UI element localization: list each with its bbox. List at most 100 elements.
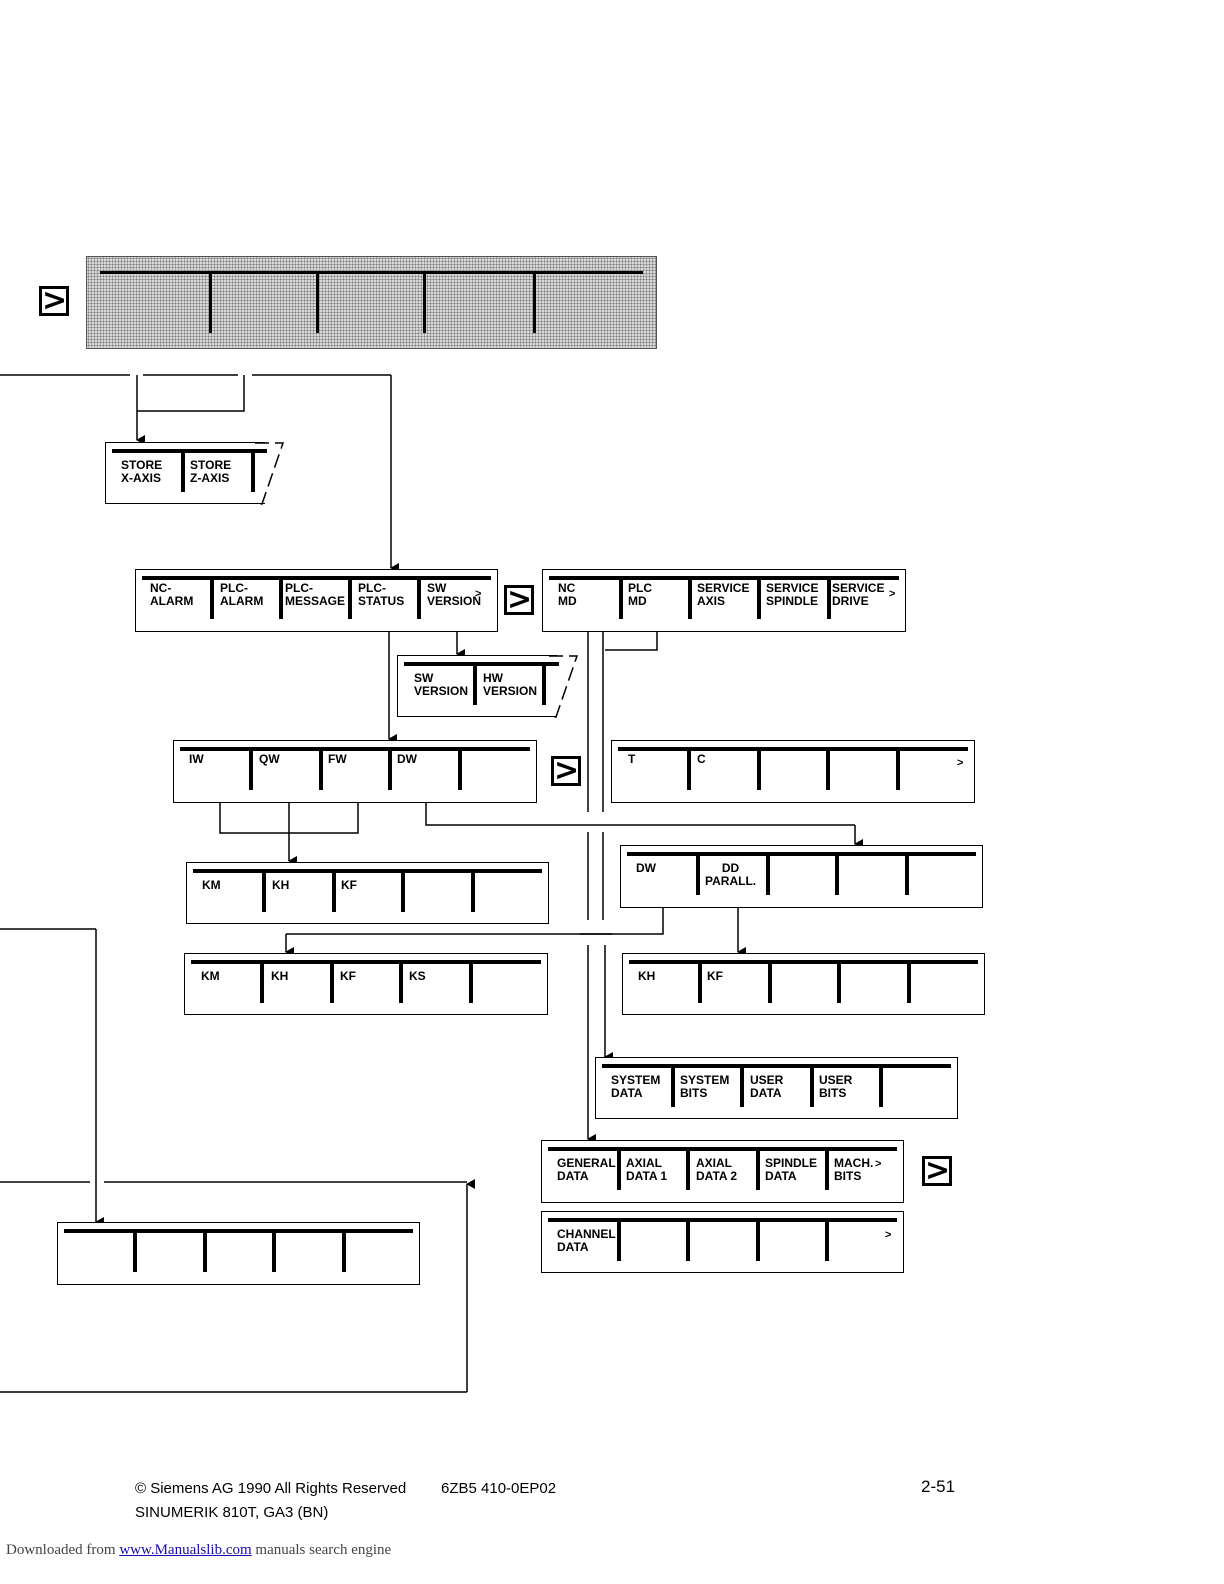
softkey-divider (696, 854, 700, 895)
softkey-divider (469, 962, 473, 1003)
banner-divider (316, 273, 319, 333)
softkey-divider (756, 1220, 760, 1261)
softkey-divider (768, 962, 772, 1003)
softkey-km-2[interactable]: KM (201, 969, 220, 983)
menu-top-bar (191, 960, 541, 964)
softkey-qw[interactable]: QW (259, 752, 280, 766)
softkey-divider (617, 1149, 621, 1190)
next-key-icon[interactable]: > (551, 756, 581, 786)
softkey-c[interactable]: C (697, 752, 706, 766)
softkey-kf-3[interactable]: KF (707, 969, 723, 983)
softkey-mach-bits[interactable]: MACH.BITS (834, 1156, 874, 1183)
menu-top-bar (112, 449, 267, 453)
banner-divider (533, 273, 536, 333)
softkey-divider (203, 1231, 207, 1272)
softkey-divider (249, 749, 253, 790)
softkey-divider (810, 1066, 814, 1107)
softkey-plc-message[interactable]: PLC-MESSAGE (285, 581, 346, 608)
next-key-icon: > (39, 286, 69, 316)
softkey-divider (907, 962, 911, 1003)
softkey-km[interactable]: KM (202, 878, 221, 892)
diagnosis-menu: NC-ALARM PLC-ALARM PLC-MESSAGE PLC-STATU… (135, 569, 498, 632)
softkey-dw[interactable]: DW (397, 752, 417, 766)
softkey-nc-alarm[interactable]: NC-ALARM (150, 581, 194, 608)
softkey-ks[interactable]: KS (409, 969, 426, 983)
softkey-divider (896, 749, 900, 790)
softkey-kf-2[interactable]: KF (340, 969, 356, 983)
download-note: Downloaded from www.Manualslib.com manua… (6, 1542, 391, 1559)
softkey-divider (251, 451, 255, 492)
softkey-divider (133, 1231, 137, 1272)
softkey-dw-2[interactable]: DW (636, 861, 656, 875)
softkey-kf[interactable]: KF (341, 878, 357, 892)
softkey-divider (342, 1231, 346, 1272)
download-suffix: manuals search engine (255, 1542, 392, 1558)
softkey-divider (671, 1066, 675, 1107)
softkey-divider (687, 749, 691, 790)
footer-order-number: 6ZB5 410-0EP02 (441, 1480, 557, 1497)
manualslib-link[interactable]: www.Manualslib.com (119, 1542, 252, 1558)
menu-top-bar (142, 576, 491, 580)
softkey-divider (826, 749, 830, 790)
menu-top-bar (180, 747, 530, 751)
km-menu-b: KM KH KF KS (184, 953, 548, 1015)
next-key-icon[interactable]: > (504, 585, 534, 615)
softkey-kh-2[interactable]: KH (271, 969, 289, 983)
softkey-plc-status[interactable]: PLC-STATUS (358, 581, 405, 608)
softkey-divider (471, 871, 475, 912)
softkey-kh-3[interactable]: KH (638, 969, 656, 983)
softkey-iw[interactable]: IW (189, 752, 204, 766)
softkey-divider (686, 1149, 690, 1190)
softkey-divider (686, 1220, 690, 1261)
menu-top-bar (627, 852, 976, 856)
more-indicator: > (885, 1229, 892, 1241)
softkey-t[interactable]: T (628, 752, 636, 766)
menu-top-bar (602, 1064, 951, 1068)
next-key-icon[interactable]: > (922, 1156, 952, 1186)
softkey-divider (181, 451, 185, 492)
softkey-divider (542, 664, 546, 705)
softkey-divider (879, 1066, 883, 1107)
banner-divider (209, 273, 212, 333)
softkey-kh[interactable]: KH (272, 878, 290, 892)
softkey-divider (837, 962, 841, 1003)
softkey-divider (688, 578, 692, 619)
softkey-divider (388, 749, 392, 790)
softkey-divider (279, 578, 283, 619)
more-indicator: > (889, 588, 896, 600)
download-prefix: Downloaded from (6, 1542, 116, 1558)
softkey-divider (260, 962, 264, 1003)
footer-copyright: © Siemens AG 1990 All Rights Reserved (135, 1480, 407, 1497)
softkey-divider (825, 1220, 829, 1261)
softkey-fw[interactable]: FW (328, 752, 347, 766)
softkey-divider (210, 578, 214, 619)
softkey-plc-alarm[interactable]: PLC-ALARM (220, 581, 264, 608)
softkey-divider (473, 664, 477, 705)
